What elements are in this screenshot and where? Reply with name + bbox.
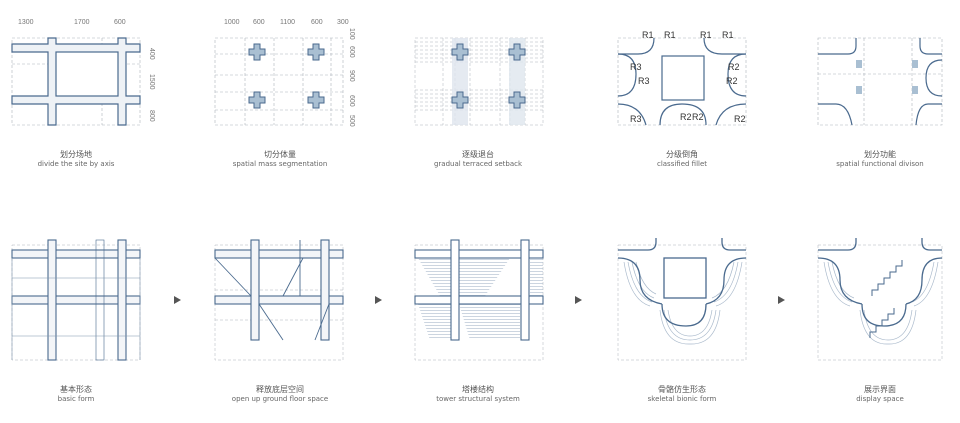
fillet-outline <box>617 37 747 126</box>
dim-right-4: 600 <box>348 95 355 107</box>
fillet-label: R2 <box>734 114 746 124</box>
fillet-label: R3 <box>638 76 650 86</box>
display-stairs <box>869 260 903 338</box>
caption-basic-form: 基本形态 basic form <box>0 385 166 404</box>
caption-zh: 塔楼结构 <box>462 385 494 394</box>
dim-right-1: 400 <box>148 48 155 60</box>
basic-mass-edges <box>11 258 141 360</box>
caption-en: skeletal bionic form <box>647 395 717 403</box>
dim-top-2: 1700 <box>74 19 90 26</box>
fillet-label: R1 <box>642 30 654 40</box>
panel-basic-form <box>11 239 141 361</box>
panel-skeletal-bionic <box>617 238 747 361</box>
dim-top-1: 1300 <box>18 19 34 26</box>
process-arrows <box>174 296 785 304</box>
dim-top-5: 300 <box>337 19 349 26</box>
mass-blocks <box>248 43 325 109</box>
arrow-right-icon <box>375 296 382 304</box>
mass-blocks <box>451 43 526 109</box>
caption-en: divide the site by axis <box>37 160 115 168</box>
caption-mass-segmentation: 切分体量 spatial mass segmentation <box>190 150 370 169</box>
caption-zh: 基本形态 <box>60 385 92 394</box>
arrow-right-icon <box>778 296 785 304</box>
fillet-labels: R1 R1 R1 R1 R3 R3 R2 R2 R3 R2 R2 R2 <box>630 30 746 124</box>
dim-top-3: 600 <box>114 19 126 26</box>
guide-grid <box>817 37 943 126</box>
guide-grid <box>617 37 747 126</box>
caption-terraced-setback: 逐级退台 gradual terraced setback <box>388 150 568 169</box>
caption-zh: 分级倒角 <box>666 150 698 159</box>
display-contours <box>823 261 939 345</box>
panel-terraced-setback <box>414 37 544 126</box>
dim-top-3: 1100 <box>280 19 295 26</box>
dim-right-5: 500 <box>348 115 355 127</box>
basic-mass <box>11 239 141 361</box>
open-mass <box>214 239 344 341</box>
panel-display-space <box>817 238 943 361</box>
fillet-label: R1 <box>722 30 734 40</box>
guide-grid <box>617 244 747 361</box>
fillet-label: R3 <box>630 114 642 124</box>
caption-zh: 切分体量 <box>264 150 296 159</box>
fillet-label: R3 <box>630 62 642 72</box>
caption-classified-fillet: 分级倒角 classified fillet <box>592 150 772 169</box>
bionic-outline <box>617 238 747 327</box>
dim-right-3: 800 <box>148 110 155 122</box>
function-cells <box>856 60 918 94</box>
dim-right-2: 600 <box>348 46 355 58</box>
caption-divide-site: 划分场地 divide the site by axis <box>0 150 166 169</box>
caption-en: gradual terraced setback <box>433 160 523 168</box>
panel-functional-division <box>817 37 943 126</box>
caption-en: spatial mass segmentation <box>232 160 328 168</box>
function-outline <box>818 38 943 126</box>
caption-en: basic form <box>57 395 95 403</box>
caption-skeletal-bionic: 骨骼仿生形态 skeletal bionic form <box>592 385 772 404</box>
guide-grid <box>817 244 943 361</box>
fillet-label: R1 <box>700 30 712 40</box>
caption-en: spatial functional divison <box>836 160 924 168</box>
caption-open-ground-floor: 释放底层空间 open up ground floor space <box>190 385 370 404</box>
dim-top-2: 600 <box>253 19 265 26</box>
dim-right-1: 100 <box>348 28 355 40</box>
fillet-label: R2 <box>680 112 692 122</box>
caption-zh: 划分场地 <box>60 150 92 159</box>
caption-en: classified fillet <box>656 160 708 168</box>
caption-en: tower structural system <box>436 395 520 403</box>
caption-zh: 逐级退台 <box>462 150 494 159</box>
display-outline <box>817 238 943 327</box>
panel-divide-site: 1300 1700 600 400 1500 800 <box>11 19 155 126</box>
fillet-label: R2 <box>726 76 738 86</box>
structure-hatching <box>418 258 543 340</box>
dim-top-4: 600 <box>311 19 323 26</box>
panel-mass-segmentation: 1000 600 1100 600 300 100 600 900 600 50… <box>214 19 355 127</box>
panel-tower-structure <box>414 239 544 361</box>
caption-zh: 释放底层空间 <box>256 385 304 394</box>
caption-zh: 划分功能 <box>864 150 896 159</box>
fillet-label: R1 <box>664 30 676 40</box>
caption-en: display space <box>856 395 904 403</box>
arrow-right-icon <box>575 296 582 304</box>
dim-right-3: 900 <box>348 70 355 82</box>
caption-functional-division: 划分功能 spatial functional divison <box>790 150 960 169</box>
fillet-label: R2 <box>728 62 740 72</box>
caption-en: open up ground floor space <box>231 395 329 403</box>
axis-frame <box>11 37 141 126</box>
panel-classified-fillet: R1 R1 R1 R1 R3 R3 R2 R2 R3 R2 R2 R2 <box>617 30 747 126</box>
panel-open-ground-floor <box>214 239 344 361</box>
diagonal-cuts <box>214 240 330 341</box>
tower-frame <box>414 239 544 341</box>
dim-right-2: 1500 <box>148 74 155 90</box>
caption-display-space: 展示界面 display space <box>790 385 960 404</box>
caption-zh: 骨骼仿生形态 <box>658 385 706 394</box>
caption-zh: 展示界面 <box>864 385 896 394</box>
fillet-label: R2 <box>692 112 704 122</box>
arrow-right-icon <box>174 296 181 304</box>
caption-tower-structure: 塔楼结构 tower structural system <box>388 385 568 404</box>
dim-top-1: 1000 <box>224 19 240 26</box>
